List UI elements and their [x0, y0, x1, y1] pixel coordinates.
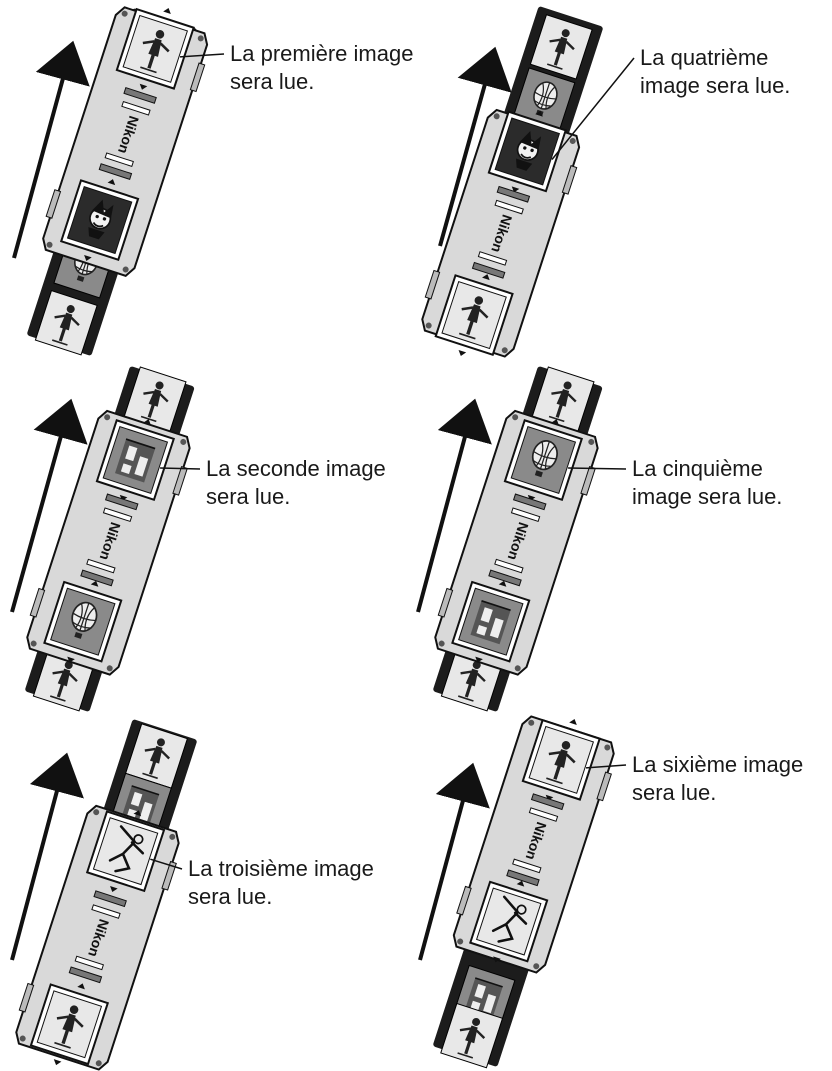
- panel-5: Nikon: [10, 719, 197, 1071]
- panel-6: Nikon: [418, 715, 627, 1069]
- caption-panel-6-line2: sera lue.: [632, 780, 717, 805]
- caption-panel-6: La sixième image sera lue.: [632, 751, 803, 807]
- caption-panel-6-line1: La sixième image: [632, 752, 804, 777]
- caption-panel-1: La première image sera lue.: [230, 40, 413, 96]
- caption-panel-4-line1: La cinquième: [632, 456, 763, 481]
- caption-panel-3: La seconde image sera lue.: [206, 455, 386, 511]
- person-icon: [457, 1017, 486, 1059]
- film-holder: Nikon: [26, 409, 191, 676]
- direction-arrow-4: [416, 398, 492, 613]
- person-icon: [54, 1005, 84, 1049]
- direction-arrow-1: [12, 40, 90, 259]
- clown-icon: [516, 131, 542, 171]
- caption-panel-5: La troisième image sera lue.: [188, 855, 374, 911]
- direction-arrow-5: [10, 752, 84, 961]
- person-icon: [546, 741, 576, 785]
- film-assembly-4: Nikon: [433, 366, 603, 712]
- leader-line-5: [150, 858, 183, 870]
- direction-arrow-2: [438, 46, 512, 247]
- film-assembly-6: Nikon: [433, 715, 615, 1069]
- film-holder: Nikon: [434, 409, 599, 676]
- caption-panel-5-line2: sera lue.: [188, 884, 273, 909]
- leader-line-2: [551, 57, 635, 160]
- dancer-icon: [491, 895, 528, 943]
- building-icon: [470, 599, 511, 645]
- film-assembly-3: Nikon: [25, 366, 195, 712]
- panel-1: Nikon: [12, 6, 225, 356]
- person-icon: [49, 661, 78, 702]
- panel-2: Nikon: [421, 6, 635, 358]
- leader-line-1: [179, 53, 225, 58]
- direction-arrow-6: [418, 762, 490, 961]
- leader-line-4: [568, 467, 627, 470]
- film-assembly-5: Nikon: [15, 719, 197, 1071]
- caption-panel-1-line2: sera lue.: [230, 69, 315, 94]
- film-holder: Nikon: [42, 6, 209, 277]
- panel-4: Nikon: [416, 366, 627, 712]
- caption-panel-2: La quatrième image sera lue.: [640, 44, 790, 100]
- caption-panel-2-line1: La quatrième: [640, 45, 769, 70]
- caption-panel-3-line2: sera lue.: [206, 484, 291, 509]
- balloon-icon: [71, 601, 98, 639]
- direction-arrow-3: [10, 398, 88, 613]
- person-icon: [546, 29, 575, 70]
- dancer-icon: [108, 825, 145, 873]
- person-icon: [457, 661, 486, 702]
- person-icon: [140, 381, 169, 423]
- person-icon: [548, 381, 577, 423]
- person-icon: [458, 296, 489, 340]
- building-icon: [115, 438, 156, 483]
- film-holder: Nikon: [452, 715, 615, 974]
- clown-icon: [88, 199, 114, 240]
- caption-panel-3-line1: La seconde image: [206, 456, 386, 481]
- leader-line-3: [160, 467, 201, 470]
- film-assembly-1: Nikon: [27, 6, 209, 356]
- building-icon: [121, 785, 160, 827]
- building-icon: [464, 977, 503, 1019]
- film-holder: Nikon: [421, 108, 581, 358]
- caption-panel-5-line1: La troisième image: [188, 856, 374, 881]
- caption-panel-2-line2: image sera lue.: [640, 73, 791, 98]
- person-icon: [51, 305, 80, 346]
- balloon-icon: [533, 81, 558, 117]
- person-icon: [140, 30, 170, 74]
- balloon-icon: [531, 440, 558, 478]
- film-assembly-2: Nikon: [421, 6, 603, 358]
- person-icon: [142, 738, 171, 780]
- caption-panel-1-line1: La première image: [230, 41, 414, 66]
- caption-panel-4-line2: image sera lue.: [632, 484, 783, 509]
- leader-line-6: [585, 764, 627, 769]
- caption-panel-4: La cinquième image sera lue.: [632, 455, 782, 511]
- film-holder: Nikon: [15, 804, 180, 1071]
- panel-3: Nikon: [10, 366, 201, 712]
